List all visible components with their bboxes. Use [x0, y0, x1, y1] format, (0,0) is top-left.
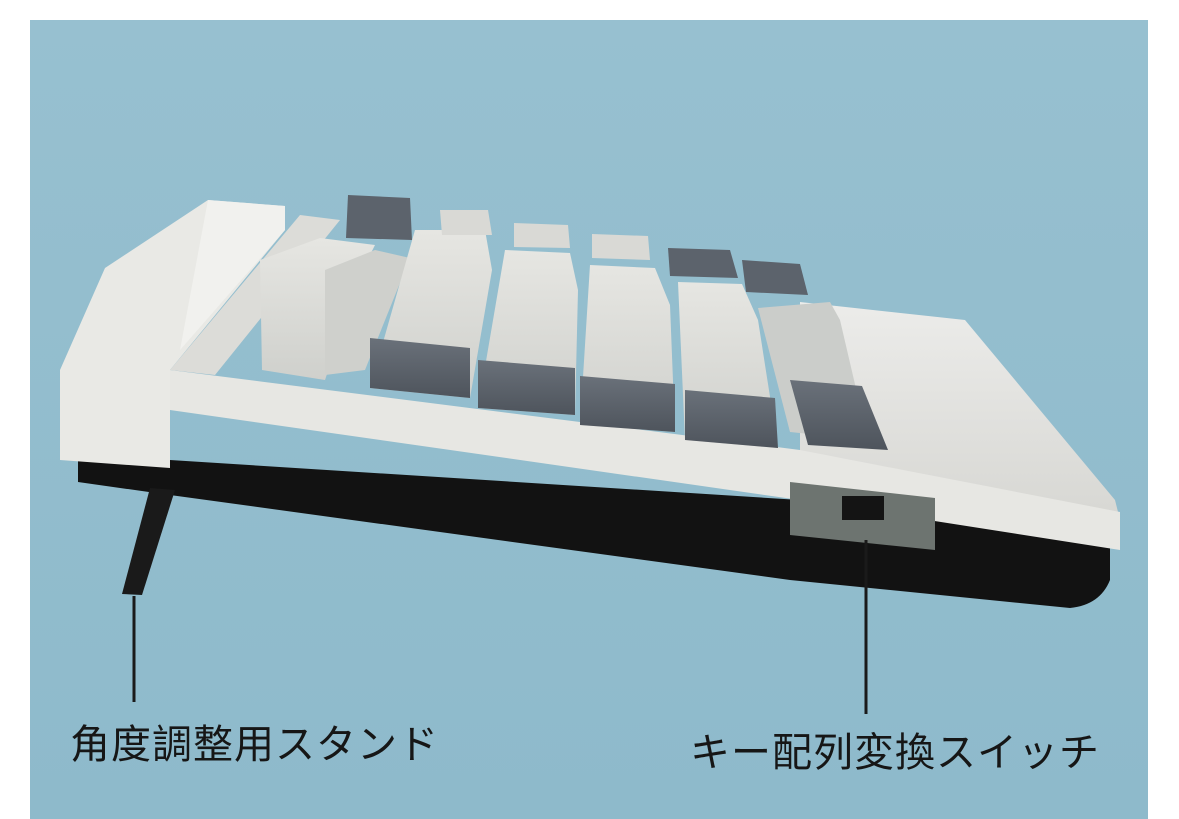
key-column-2: [440, 210, 578, 415]
callout-label-stand: 角度調整用スタンド: [70, 722, 439, 768]
key-column-5: [758, 302, 888, 450]
case-underside: [78, 460, 1110, 608]
key-column-4: [668, 248, 808, 448]
angle-stand: [122, 488, 175, 595]
key-column-1: [346, 195, 492, 398]
keyboard-photo: 角度調整用スタンド キー配列変換スイッチ: [30, 20, 1148, 819]
key-column-3: [514, 223, 675, 432]
key-column-left: [260, 238, 410, 380]
keyboard-illustration: [60, 195, 1120, 714]
key-layout-switch: [790, 482, 935, 550]
case-left-block-top: [180, 200, 285, 350]
callout-label-switch: キー配列変換スイッチ: [690, 730, 1100, 776]
